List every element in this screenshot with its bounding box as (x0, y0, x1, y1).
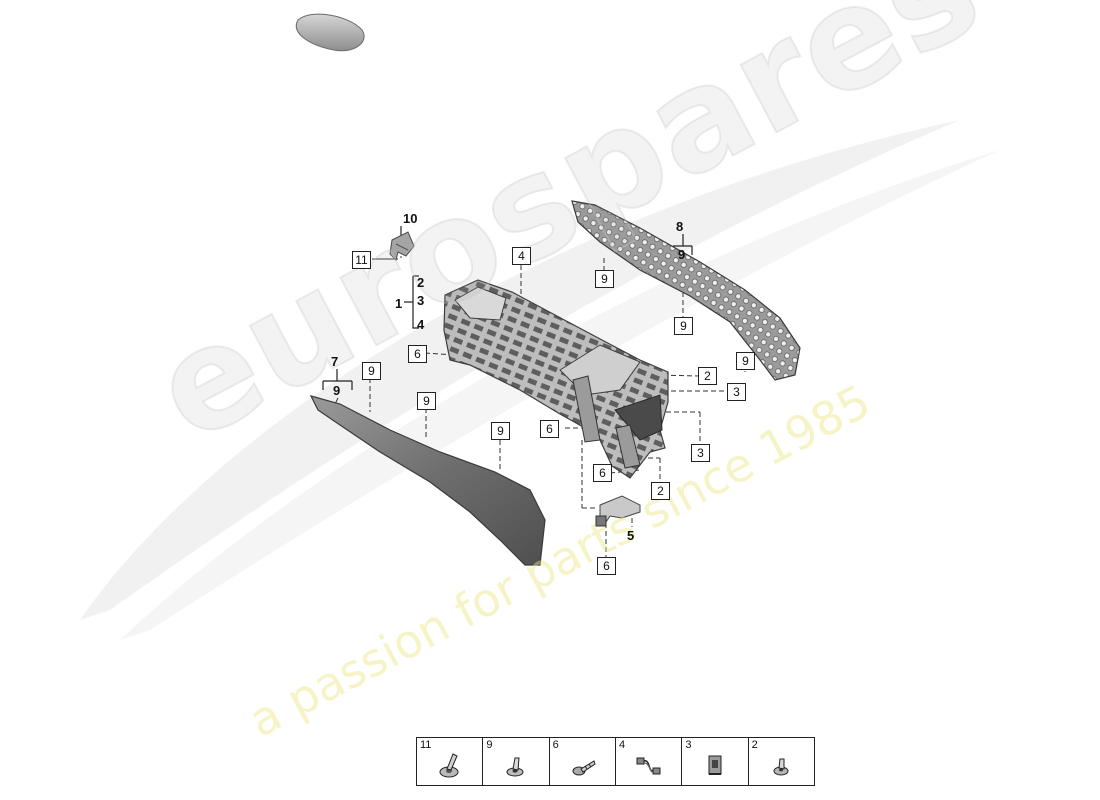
small-trim-pad (295, 13, 365, 52)
callout-box-2-b: 2 (651, 482, 670, 500)
callout-7: 7 (331, 354, 339, 369)
legend-cell: 3 (682, 738, 749, 785)
legend-number: 2 (751, 739, 758, 751)
callout-box-4: 4 (512, 247, 531, 265)
perforated-trim-part-8 (571, 200, 801, 381)
callout-box-2-a: 2 (698, 367, 717, 385)
trim-panel-part-7 (309, 395, 546, 566)
callout-9-group-left: 9 (333, 383, 341, 398)
callout-box-6-left: 6 (408, 345, 427, 363)
push-rivet-small-icon (773, 758, 789, 776)
retainer-nut-icon (708, 755, 722, 775)
bracket-part-10 (389, 231, 415, 261)
legend-number: 11 (420, 739, 432, 751)
callout-box-3-b: 3 (691, 444, 710, 462)
fastener-legend: 11 9 6 4 (416, 737, 815, 786)
callout-9-group-right: 9 (678, 247, 686, 262)
callout-8: 8 (676, 219, 684, 234)
legend-number: 6 (552, 739, 559, 751)
legend-cell: 9 (483, 738, 550, 785)
callout-1: 1 (395, 296, 403, 311)
callout-box-6-b: 6 (540, 420, 559, 438)
callout-4-group: 4 (417, 317, 425, 332)
callout-box-9-b: 9 (674, 317, 693, 335)
legend-cell: 4 (616, 738, 683, 785)
callout-3-group: 3 (417, 293, 425, 308)
push-rivet-large-icon (439, 753, 459, 778)
wiring-harness-icon (636, 757, 661, 775)
callout-box-6-c: 6 (593, 464, 612, 482)
legend-cell: 11 (417, 738, 484, 785)
callout-2-group: 2 (417, 275, 425, 290)
carrier-frame (443, 279, 669, 479)
clip-icon (506, 757, 524, 777)
callout-box-9-d: 9 (362, 362, 381, 380)
callout-box-3-a: 3 (727, 383, 746, 401)
callout-10: 10 (403, 211, 418, 226)
callout-box-6-d: 6 (597, 557, 616, 575)
callout-5: 5 (627, 528, 635, 543)
legend-number: 9 (486, 739, 493, 751)
legend-number: 4 (618, 739, 626, 751)
callout-box-9-c: 9 (736, 352, 755, 370)
callout-box-11: 11 (352, 251, 371, 269)
callout-box-9-f: 9 (491, 422, 510, 440)
screw-icon (572, 760, 596, 776)
legend-number: 3 (685, 739, 692, 751)
callout-box-9-e: 9 (417, 392, 436, 410)
callout-brackets (322, 226, 693, 390)
watermark-swoosh (80, 120, 1000, 640)
bracket-part-5 (595, 495, 641, 527)
legend-cell: 6 (550, 738, 616, 785)
legend-cell: 2 (749, 738, 814, 785)
callout-box-9-a: 9 (595, 270, 614, 288)
